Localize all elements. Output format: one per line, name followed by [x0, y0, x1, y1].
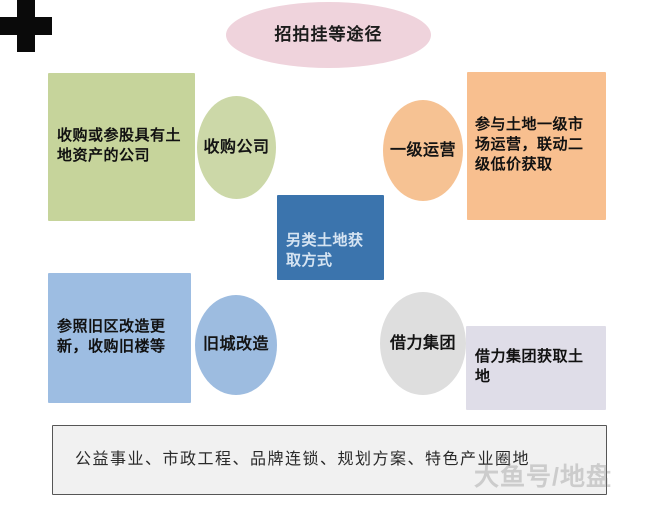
node-urban-renewal-circle: 旧城改造 — [195, 295, 277, 395]
node-group-leverage-circle: 借力集团 — [380, 292, 466, 395]
node-tender-channel: 招拍挂等途径 — [226, 2, 431, 68]
node-primary-market-circle: 一级运营 — [383, 100, 463, 201]
node-acquire-company-circle: 收购公司 — [197, 96, 276, 199]
node-urban-renewal-box: 参照旧区改造更新，收购旧楼等 — [48, 273, 191, 403]
plus-icon-vertical-bar — [17, 0, 35, 52]
node-acquire-company-box: 收购或参股具有土地资产的公司 — [48, 73, 195, 221]
node-primary-market-box: 参与土地一级市场运营，联动二级低价获取 — [467, 72, 606, 220]
plus-icon — [0, 0, 52, 52]
footer-note: 公益事业、市政工程、品牌连锁、规划方案、特色产业圈地 — [52, 425, 607, 495]
node-center-alternative-land-acquisition: 另类土地获取方式 — [277, 195, 384, 280]
node-group-leverage-box: 借力集团获取土地 — [466, 326, 606, 410]
